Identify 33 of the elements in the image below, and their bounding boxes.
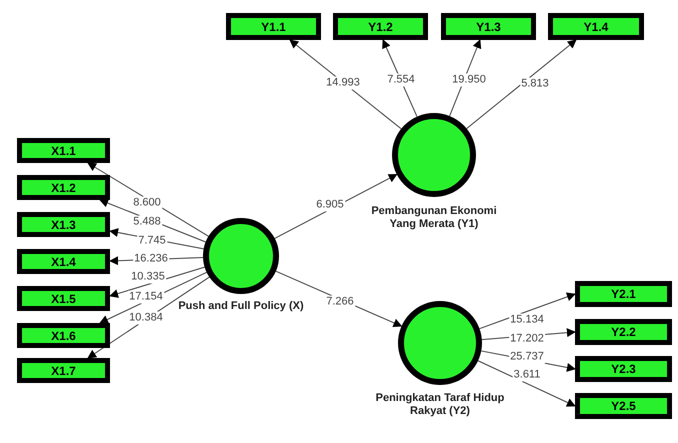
- arrow: [478, 292, 576, 330]
- indicator-box: Y1.2: [333, 13, 428, 40]
- edge-label: 3.611: [512, 368, 542, 382]
- construct-label: Peningkatan Taraf Hidup Rakyat (Y2): [375, 392, 505, 418]
- edge-label: 7.266: [325, 296, 355, 308]
- construct-label: Pembangunan Ekonomi Yang Merata (Y1): [370, 205, 498, 231]
- indicator-box: Y2.2: [575, 319, 672, 345]
- edge-label: 19.950: [451, 74, 487, 86]
- indicator-box: Y2.5: [575, 393, 672, 419]
- indicator-box: X1.6: [17, 323, 110, 348]
- indicator-box: Y1.1: [226, 13, 321, 40]
- indicator-box: X1.3: [17, 212, 110, 237]
- indicator-box: X1.2: [17, 175, 110, 200]
- indicator-box: X1.7: [17, 358, 110, 383]
- edge-label: 8.600: [132, 196, 162, 210]
- edge-label: 5.488: [132, 216, 162, 228]
- arrow: [466, 39, 577, 130]
- indicator-box: Y1.4: [548, 13, 644, 40]
- edge-label: 6.905: [315, 198, 345, 212]
- indicator-box: X1.1: [17, 138, 110, 163]
- edge-label: 25.737: [509, 350, 545, 364]
- construct-label: Push and Full Policy (X): [177, 300, 305, 313]
- indicator-box: Y1.3: [441, 13, 536, 40]
- edge-label: 17.154: [128, 290, 164, 304]
- edge-label: 14.993: [325, 76, 361, 90]
- indicator-box: Y2.1: [575, 281, 672, 307]
- edge-label: 10.384: [128, 312, 164, 324]
- indicator-box: Y2.3: [575, 356, 672, 382]
- edge-label: 7.554: [386, 74, 416, 86]
- edge-label: 10.335: [130, 270, 166, 284]
- arrow: [478, 360, 576, 407]
- indicator-box: X1.4: [17, 249, 110, 274]
- indicator-box: X1.5: [17, 286, 110, 311]
